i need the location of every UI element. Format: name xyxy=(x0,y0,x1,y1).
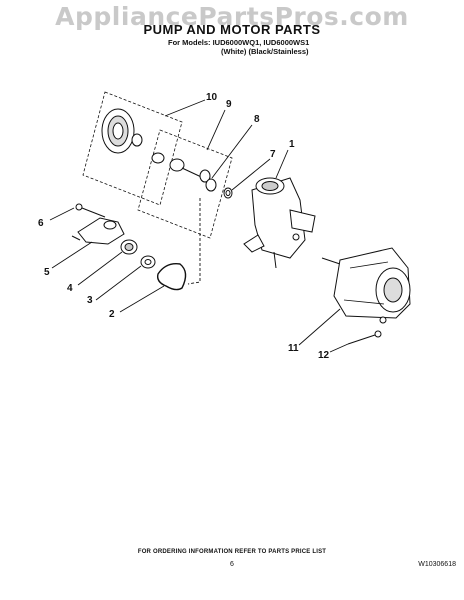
part-10-pump-assembly xyxy=(101,108,165,164)
page-number: 6 xyxy=(230,561,234,568)
callout-3: 3 xyxy=(87,295,93,306)
part-7-o-ring xyxy=(223,187,233,199)
callout-9: 9 xyxy=(226,99,232,110)
part-12-screw xyxy=(347,330,382,345)
callout-7: 7 xyxy=(270,149,276,160)
document-id: W10306618 xyxy=(418,561,456,568)
callout-4: 4 xyxy=(67,283,73,294)
page-title: PUMP AND MOTOR PARTS xyxy=(143,22,321,37)
part-11-motor xyxy=(321,247,411,324)
callout-5: 5 xyxy=(44,267,50,278)
part-4-bearing xyxy=(120,239,138,255)
callout-11: 11 xyxy=(288,343,299,354)
exploded-parts-diagram: 10 9 8 7 1 6 5 4 3 2 11 12 xyxy=(38,91,411,361)
models-line: For Models: IUD6000WQ1, IUD6000WS1 xyxy=(168,38,310,47)
part-5-housing-cover xyxy=(71,217,125,245)
callout-1: 1 xyxy=(289,139,295,150)
watermark: AppliancePartsPros.com xyxy=(55,2,409,31)
part-8-seal xyxy=(205,178,217,192)
part-2-gasket xyxy=(156,263,187,291)
part-3-seal xyxy=(140,255,156,269)
part-1-pump-body xyxy=(243,177,316,269)
variants-line: (White) (Black/Stainless) xyxy=(221,47,309,56)
callout-12: 12 xyxy=(318,350,330,361)
part-6-screw xyxy=(75,203,106,218)
callout-10: 10 xyxy=(206,92,218,103)
ordering-note: FOR ORDERING INFORMATION REFER TO PARTS … xyxy=(137,549,327,555)
callout-6: 6 xyxy=(38,218,44,229)
part-9-impeller xyxy=(169,158,213,183)
callout-8: 8 xyxy=(254,114,260,125)
callout-2: 2 xyxy=(109,309,115,320)
